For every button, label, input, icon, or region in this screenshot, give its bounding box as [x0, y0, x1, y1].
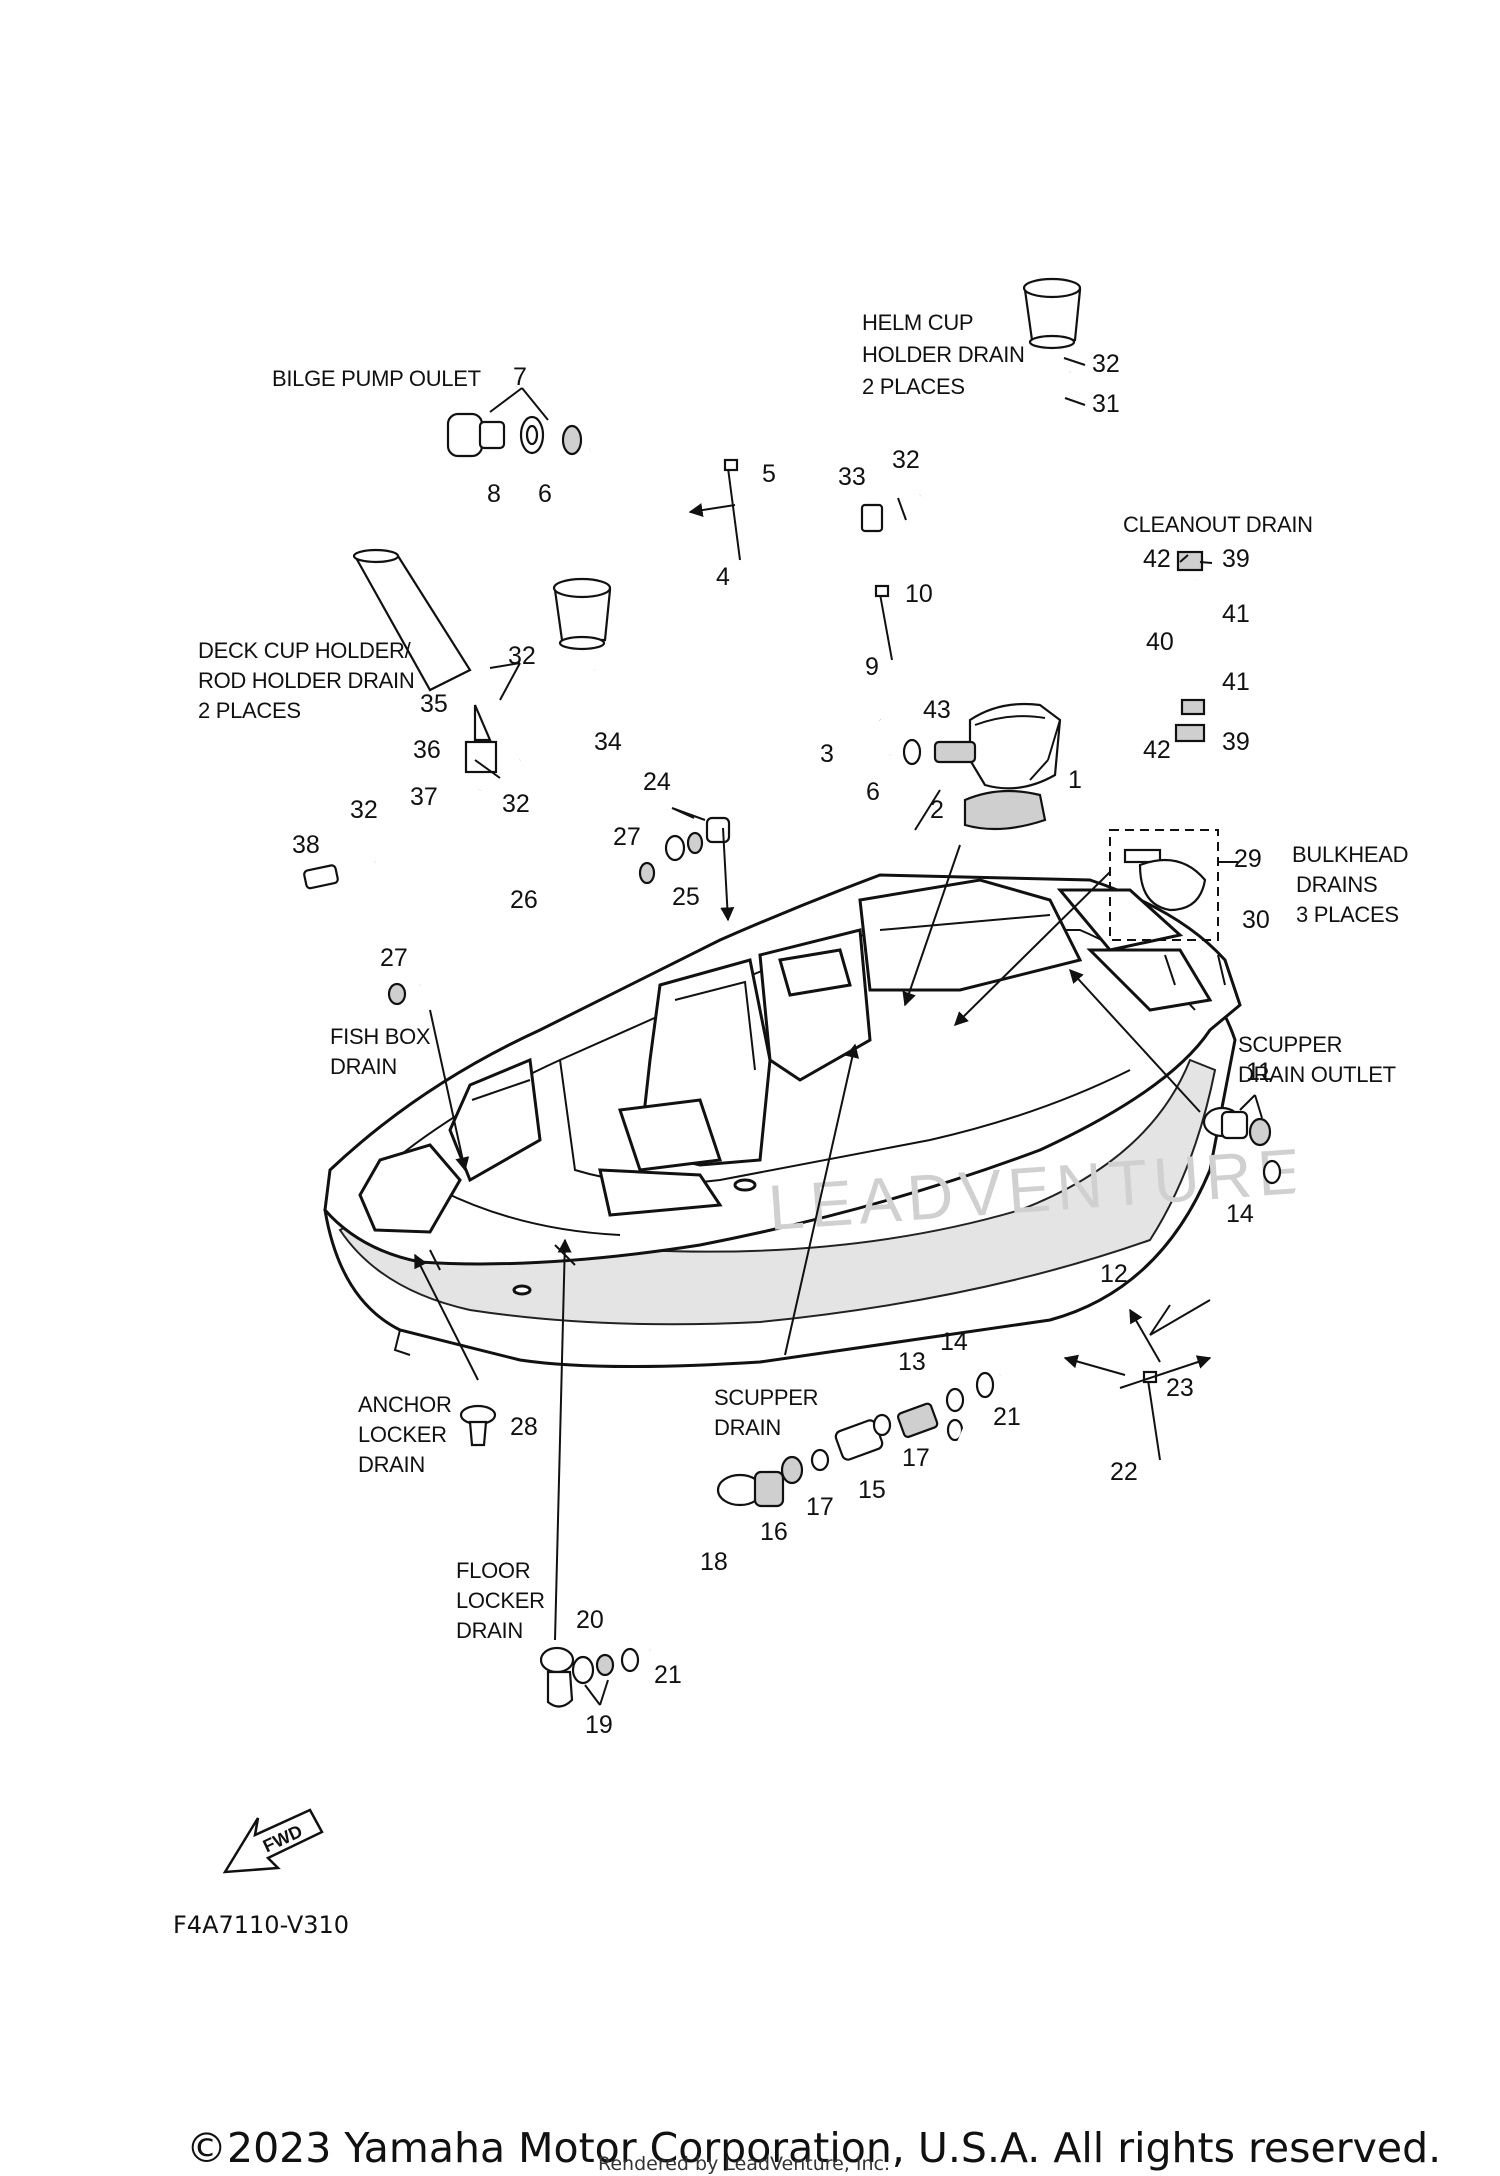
- callout-28: 28: [510, 1413, 538, 1441]
- label-floor-3: DRAIN: [456, 1618, 523, 1643]
- label-fish-box-1: FISH BOX: [330, 1024, 431, 1049]
- label-anchor-1: ANCHOR: [358, 1392, 452, 1417]
- callout-10: 10: [905, 580, 933, 608]
- bilge-pump: [902, 702, 1062, 831]
- callout-6a: 6: [538, 480, 552, 508]
- scupper-drain-parts: [645, 1387, 994, 1660]
- fwd-arrow: FWD: [222, 1808, 324, 1874]
- callout-35: 35: [420, 690, 448, 718]
- label-scupper-1: SCUPPER: [714, 1385, 818, 1410]
- callout-21b: 21: [654, 1661, 682, 1689]
- callout-32d: 32: [502, 790, 530, 818]
- callout-18: 18: [700, 1548, 728, 1576]
- floor-locker-drain-parts: [539, 1646, 640, 1708]
- callout-5: 5: [762, 460, 776, 488]
- cleanout-drain: [1174, 550, 1206, 743]
- deck-cup-rod-holder: [303, 548, 612, 890]
- callout-13: 13: [898, 1348, 926, 1376]
- callout-33: 33: [838, 463, 866, 491]
- callout-39a: 39: [1222, 545, 1250, 573]
- callout-38: 38: [292, 831, 320, 859]
- scupper-outlet-parts: [975, 1106, 1329, 1399]
- section-labels: BILGE PUMP OULET HELM CUP HOLDER DRAIN 2…: [198, 310, 1409, 1643]
- callout-41b: 41: [1222, 668, 1250, 696]
- callout-6b: 6: [866, 778, 880, 806]
- callout-9: 9: [865, 653, 879, 681]
- label-scupper-2: DRAIN: [714, 1415, 781, 1440]
- callout-41a: 41: [1222, 600, 1250, 628]
- callout-25: 25: [672, 883, 700, 911]
- label-floor-2: LOCKER: [456, 1588, 545, 1613]
- callout-15: 15: [858, 1476, 886, 1504]
- callout-30: 30: [1242, 906, 1270, 934]
- callout-7: 7: [513, 363, 527, 391]
- callout-11: 11: [1246, 1058, 1272, 1086]
- label-bulkhead-2: DRAINS: [1296, 872, 1377, 897]
- callout-12: 12: [1100, 1260, 1128, 1288]
- callout-34: 34: [594, 728, 622, 756]
- callout-27b: 27: [380, 944, 408, 972]
- callout-43: 43: [923, 696, 951, 724]
- callout-17a: 17: [902, 1444, 930, 1472]
- callout-17b: 17: [806, 1493, 834, 1521]
- callout-29: 29: [1234, 845, 1262, 873]
- callout-26: 26: [510, 886, 538, 914]
- callout-23: 23: [1166, 1374, 1194, 1402]
- callout-19: 19: [585, 1711, 613, 1739]
- label-bilge-pump-outlet: BILGE PUMP OULET: [272, 366, 481, 391]
- callout-24: 24: [643, 768, 671, 796]
- copyright-text: ©2023 Yamaha Motor Corporation, U.S.A. A…: [186, 2124, 1441, 2172]
- helm-cup-holder: [860, 277, 1082, 533]
- callout-32b: 32: [892, 446, 920, 474]
- callout-32e: 32: [350, 796, 378, 824]
- callout-32a: 32: [1092, 350, 1120, 378]
- callout-32c: 32: [508, 642, 536, 670]
- label-anchor-3: DRAIN: [358, 1452, 425, 1477]
- boat-hull: LEADVENTURE: [323, 873, 1309, 1369]
- callout-16: 16: [760, 1518, 788, 1546]
- label-helm-cup-1: HELM CUP: [862, 310, 973, 335]
- callout-37: 37: [410, 783, 438, 811]
- label-deck-cup-2: ROD HOLDER DRAIN: [198, 668, 414, 693]
- bulkhead-drain-box: [1109, 829, 1226, 986]
- diagram-code: F4A7110-V310: [173, 1911, 349, 1939]
- label-fish-box-2: DRAIN: [330, 1054, 397, 1079]
- bilge-pump-outlet-parts: [446, 412, 905, 762]
- callout-14a: 14: [1226, 1200, 1254, 1228]
- callout-4: 4: [716, 563, 730, 591]
- callout-14b: 14: [940, 1328, 968, 1356]
- label-scupper-outlet-1: SCUPPER: [1238, 1032, 1342, 1057]
- label-cleanout-drain: CLEANOUT DRAIN: [1123, 512, 1313, 537]
- label-deck-cup-3: 2 PLACES: [198, 698, 301, 723]
- callout-42a: 42: [1143, 545, 1171, 573]
- callout-2: 2: [930, 796, 944, 824]
- callout-27a: 27: [613, 823, 641, 851]
- label-bulkhead-1: BULKHEAD: [1292, 842, 1408, 867]
- callout-3: 3: [820, 740, 834, 768]
- anchor-locker-drain-part: [459, 1404, 497, 1447]
- leader-lines: [414, 357, 1263, 1706]
- callout-8: 8: [487, 480, 501, 508]
- callout-31: 31: [1092, 390, 1120, 418]
- callout-22: 22: [1110, 1458, 1138, 1486]
- callout-40: 40: [1146, 628, 1174, 656]
- callout-21a: 21: [993, 1403, 1021, 1431]
- callout-42b: 42: [1143, 736, 1171, 764]
- label-floor-1: FLOOR: [456, 1558, 530, 1583]
- callout-1: 1: [1068, 766, 1082, 794]
- label-anchor-2: LOCKER: [358, 1422, 447, 1447]
- fish-box-drain: [387, 816, 731, 1006]
- label-helm-cup-3: 2 PLACES: [862, 374, 965, 399]
- callout-20: 20: [576, 1606, 604, 1634]
- label-scupper-outlet-2: DRAIN OUTLET: [1238, 1062, 1396, 1087]
- label-helm-cup-2: HOLDER DRAIN: [862, 342, 1025, 367]
- callout-39b: 39: [1222, 728, 1250, 756]
- label-bulkhead-3: 3 PLACES: [1296, 902, 1399, 927]
- rendered-by-text: Rendered by LeadVenture, Inc.: [598, 2153, 890, 2175]
- callout-36: 36: [413, 736, 441, 764]
- label-deck-cup-1: DECK CUP HOLDER/: [198, 638, 412, 663]
- callout-numbers: 7 8 6 5 4 32 31 32 33 42 39 41 40 41 42 …: [292, 350, 1272, 1739]
